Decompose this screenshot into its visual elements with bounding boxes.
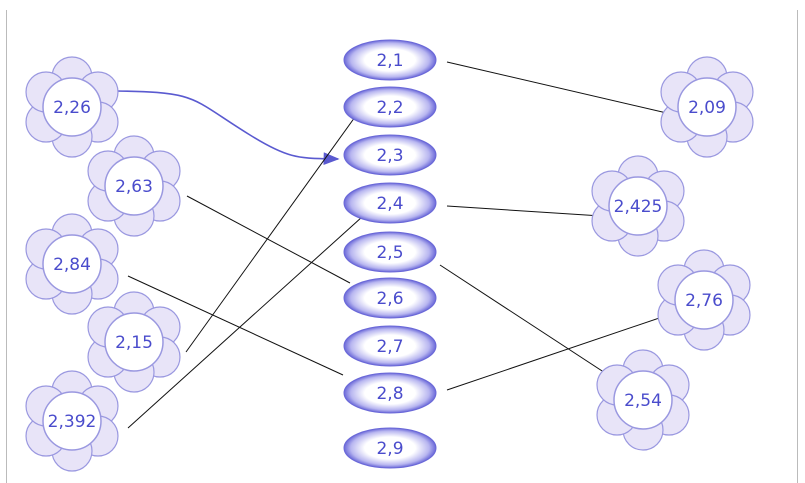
left-flower: 2,15 <box>87 291 181 393</box>
flower-center <box>677 77 737 137</box>
flower-label: 2,15 <box>115 333 153 353</box>
right-flower: 2,76 <box>657 249 751 351</box>
flower-center <box>674 270 734 330</box>
connection-line <box>446 311 678 391</box>
flower-center <box>104 312 164 372</box>
oval-label: 2,9 <box>376 439 403 459</box>
oval-shape <box>343 427 437 469</box>
flower-label: 2,63 <box>115 177 153 197</box>
center-oval: 2,1 <box>343 39 437 81</box>
center-oval: 2,3 <box>343 134 437 176</box>
left-flower: 2,392 <box>25 370 119 472</box>
connection-line <box>185 116 356 353</box>
oval-label: 2,1 <box>376 51 403 71</box>
oval-label: 2,2 <box>376 98 403 118</box>
worksheet-frame <box>6 10 798 483</box>
oval-shape <box>343 325 437 367</box>
oval-label: 2,4 <box>376 194 403 214</box>
flower-label: 2,76 <box>685 291 723 311</box>
connection-line <box>446 205 618 218</box>
oval-label: 2,7 <box>376 337 403 357</box>
example-arrow <box>115 90 340 166</box>
flower-label: 2,84 <box>53 255 91 275</box>
oval-label: 2,3 <box>376 146 403 166</box>
oval-shape <box>343 134 437 176</box>
connection-line <box>127 275 344 376</box>
flower-label: 2,392 <box>48 412 97 432</box>
flower-center <box>613 370 673 430</box>
left-flower: 2,63 <box>87 135 181 237</box>
connection-line <box>439 264 620 383</box>
oval-shape <box>343 182 437 224</box>
oval-label: 2,8 <box>376 384 403 404</box>
center-oval: 2,5 <box>343 231 437 273</box>
flower-center <box>42 391 102 451</box>
right-flower: 2,54 <box>596 349 690 451</box>
oval-shape <box>343 39 437 81</box>
oval-label: 2,6 <box>376 289 403 309</box>
center-oval: 2,7 <box>343 325 437 367</box>
center-oval: 2,6 <box>343 277 437 319</box>
flower-label: 2,09 <box>688 98 726 118</box>
left-flower: 2,26 <box>25 56 119 158</box>
flower-center <box>42 77 102 137</box>
flower-label: 2,54 <box>624 391 662 411</box>
left-flower: 2,84 <box>25 213 119 315</box>
flower-center <box>42 234 102 294</box>
right-flower: 2,09 <box>660 56 754 158</box>
center-oval: 2,4 <box>343 182 437 224</box>
oval-shape <box>343 86 437 128</box>
oval-shape <box>343 277 437 319</box>
flower-center <box>104 156 164 216</box>
oval-label: 2,5 <box>376 243 403 263</box>
flower-label: 2,26 <box>53 98 91 118</box>
flower-center <box>608 176 668 236</box>
oval-shape <box>343 372 437 414</box>
oval-shape <box>343 231 437 273</box>
connection-line <box>127 216 363 429</box>
connection-line <box>446 61 672 115</box>
right-flower: 2,425 <box>591 155 685 257</box>
center-oval: 2,9 <box>343 427 437 469</box>
flower-label: 2,425 <box>614 197 663 217</box>
center-oval: 2,8 <box>343 372 437 414</box>
connection-line <box>186 195 351 284</box>
center-oval: 2,2 <box>343 86 437 128</box>
